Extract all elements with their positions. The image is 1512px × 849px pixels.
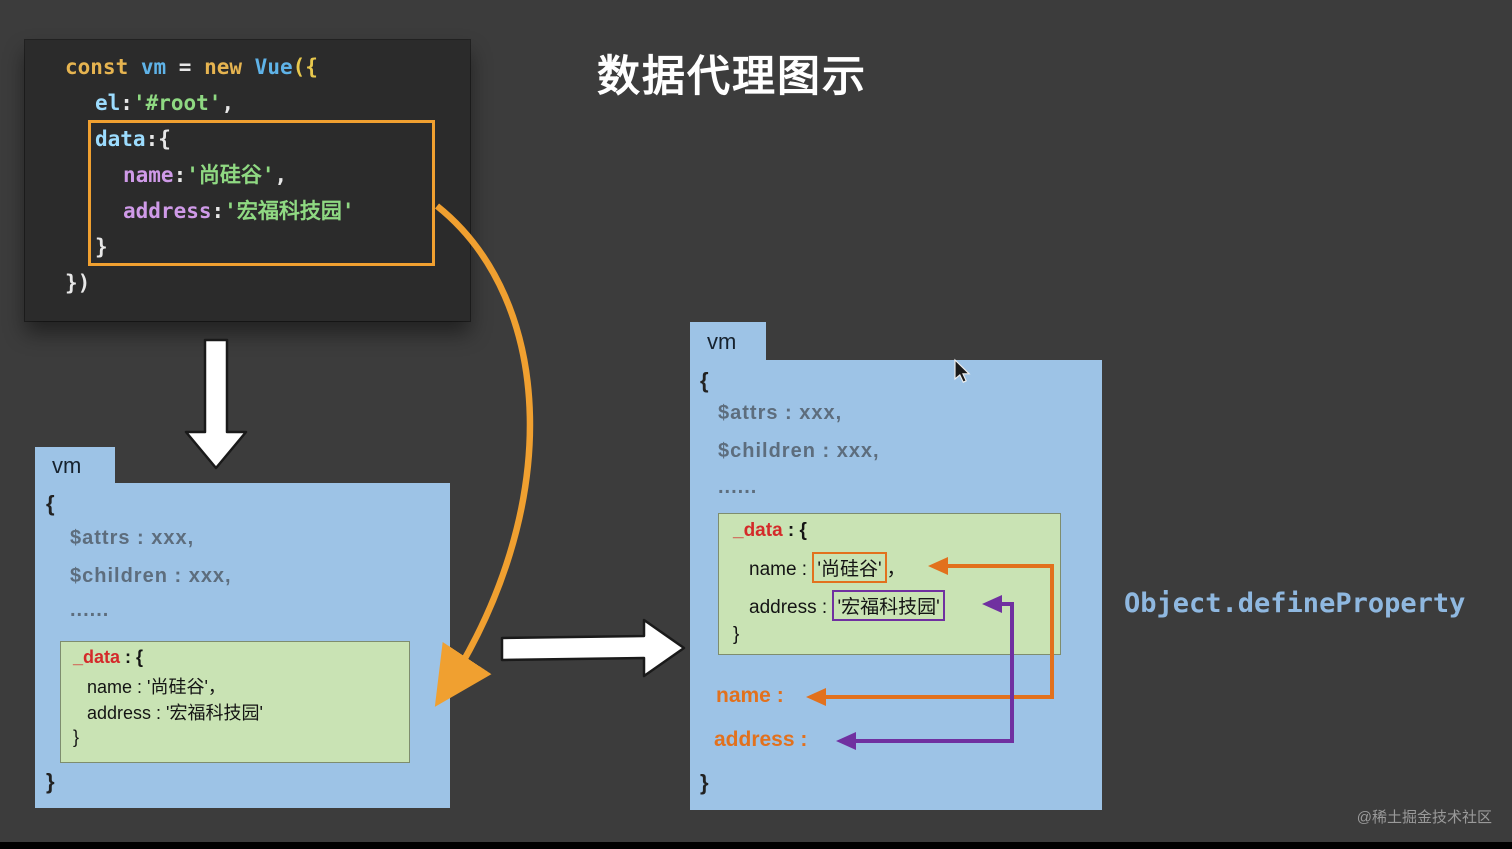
vm-right-box: { $attrs : xxx, $children : xxx, ...... … xyxy=(690,360,1102,810)
data-name-line: name : '尚硅谷'， xyxy=(87,677,226,697)
code-token: = xyxy=(178,55,205,79)
down-arrow xyxy=(184,338,248,470)
code-token: { xyxy=(158,127,171,151)
bottom-bar xyxy=(0,842,1512,849)
code-token: : xyxy=(145,127,159,151)
code-token: address xyxy=(123,199,212,223)
code-token: }) xyxy=(65,271,91,295)
code-line-6: } xyxy=(25,229,470,265)
code-line-7: }) xyxy=(25,265,470,301)
data-close-line: } xyxy=(733,624,740,645)
vm-right-tab-label: vm xyxy=(707,328,737,354)
ellipsis-line: ...... xyxy=(70,599,110,621)
address-value-box: '宏福科技园' xyxy=(832,590,945,621)
children-line: $children : xxx, xyxy=(718,440,880,462)
page-title: 数据代理图示 xyxy=(597,53,867,101)
code-line-3: data:{ xyxy=(25,121,470,157)
code-line-5: address:'宏福科技园' xyxy=(25,193,470,229)
code-token: : xyxy=(173,163,187,187)
data-key: _data xyxy=(733,520,783,541)
attrs-line: $attrs : xxx, xyxy=(718,402,843,424)
code-line-1: const vm = new Vue({ xyxy=(25,49,470,85)
name-comma: ， xyxy=(886,559,906,580)
vm-left-tab: vm xyxy=(35,447,115,484)
vm-left-tab-label: vm xyxy=(52,452,82,478)
code-token: el xyxy=(95,91,121,115)
proxy-name-label: name : xyxy=(716,684,784,707)
vm-left-box: { $attrs : xxx, $children : xxx, ...... … xyxy=(35,483,450,808)
data-close-line: } xyxy=(73,727,80,747)
data-open-line: _data : { xyxy=(73,647,143,668)
code-token: '尚硅谷' xyxy=(186,163,275,187)
data-name-line: name : '尚硅谷'， xyxy=(749,552,906,583)
vm-right-data-box: _data : { name : '尚硅谷'， address : '宏福科技园… xyxy=(718,513,1061,655)
close-brace: } xyxy=(700,770,709,795)
open-brace: { xyxy=(46,491,55,516)
right-arrow xyxy=(500,618,686,678)
code-token: vm xyxy=(140,55,179,79)
proxy-address-label: address : xyxy=(714,728,808,751)
code-token: , xyxy=(221,91,235,115)
data-key: _data xyxy=(73,647,121,667)
code-token: '#root' xyxy=(132,91,222,115)
code-token: new xyxy=(204,55,255,79)
data-after: : { xyxy=(120,647,144,667)
code-line-4: name:'尚硅谷', xyxy=(25,157,470,193)
data-open-line: _data : { xyxy=(733,520,807,542)
code-token: name xyxy=(123,163,174,187)
code-token: , xyxy=(274,163,288,187)
data-after: : { xyxy=(782,520,807,541)
code-token: Vue xyxy=(254,55,293,79)
vm-left-data-box: _data : { name : '尚硅谷'， address : '宏福科技园… xyxy=(60,641,410,763)
code-token: : xyxy=(120,91,133,115)
data-address-line: address : '宏福科技园' xyxy=(87,703,263,723)
code-token: data xyxy=(95,127,146,151)
code-token: : xyxy=(211,199,225,223)
address-label: address : xyxy=(749,597,833,618)
data-address-line: address : '宏福科技园' xyxy=(749,590,945,621)
ellipsis-line: ...... xyxy=(718,476,758,498)
code-editor: const vm = new Vue({ el:'#root', data:{ … xyxy=(25,40,470,321)
code-token: } xyxy=(95,235,108,259)
name-label: name : xyxy=(749,559,813,580)
children-line: $children : xxx, xyxy=(70,565,232,587)
code-token: const xyxy=(65,55,141,79)
code-line-2: el:'#root', xyxy=(25,85,470,121)
open-brace: { xyxy=(700,368,709,393)
code-token: '宏福科技园' xyxy=(224,199,355,223)
watermark: @稀土掘金技术社区 xyxy=(1356,809,1492,826)
close-brace: } xyxy=(46,769,55,794)
attrs-line: $attrs : xxx, xyxy=(70,527,195,549)
define-property-label: Object.defineProperty xyxy=(1124,588,1466,619)
name-value-box: '尚硅谷' xyxy=(812,552,887,583)
code-token: ({ xyxy=(292,55,318,79)
vm-right-tab: vm xyxy=(690,322,766,361)
